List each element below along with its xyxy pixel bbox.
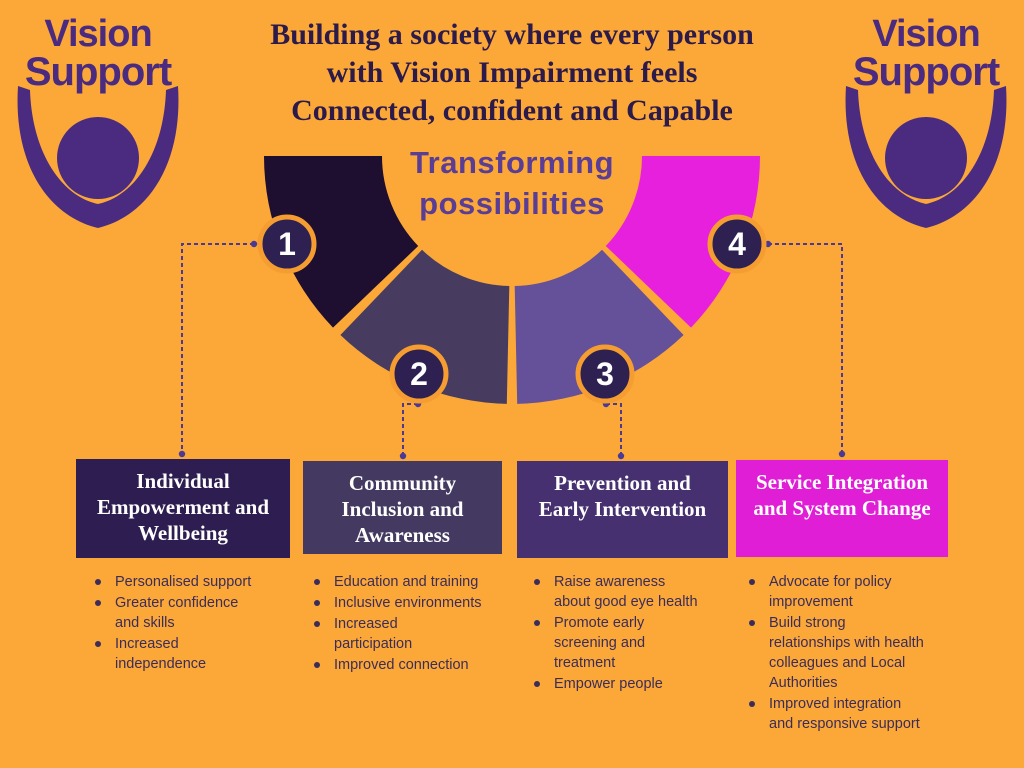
- person-arms-body-icon: [17, 86, 179, 228]
- step-badge-2: 2: [389, 344, 449, 404]
- step-badge-4: 4: [707, 214, 767, 274]
- logo-wordmark-line1: Vision: [872, 13, 979, 55]
- person-arms-body-icon: [845, 86, 1007, 228]
- category-list-3: Raise awareness about good eye health Pr…: [527, 572, 707, 695]
- category-list-2: Education and training Inclusive environ…: [307, 572, 502, 676]
- list-item: Advocate for policy improvement: [742, 572, 942, 612]
- step-badge-4-number: 4: [728, 226, 746, 262]
- step-badge-2-number: 2: [410, 356, 428, 392]
- list-item: Personalised support: [88, 572, 278, 592]
- vision-support-logo-right: Vision Support: [836, 6, 1016, 236]
- connector-dot: [617, 452, 625, 460]
- connector-dot: [178, 450, 186, 458]
- category-box-3: Prevention and Early Intervention: [517, 461, 728, 558]
- category-list-4: Advocate for policy improvement Build st…: [742, 572, 942, 735]
- step-badge-1-number: 1: [278, 226, 296, 262]
- step-badge-1: 1: [257, 214, 317, 274]
- connector-line-3: [606, 403, 622, 456]
- category-list-1: Personalised support Greater confidence …: [88, 572, 278, 675]
- list-item: Empower people: [527, 674, 707, 694]
- vision-support-logo-left: Vision Support: [8, 6, 188, 236]
- vision-support-logo-graphic: Vision Support: [845, 13, 1007, 228]
- list-item: Greater confidence and skills: [88, 593, 278, 633]
- fan-segment-2: [340, 249, 510, 404]
- connector-dot: [250, 240, 258, 248]
- connector-line-2: [402, 403, 418, 456]
- logo-wordmark-line2: Support: [25, 50, 172, 94]
- person-head-icon: [885, 117, 967, 199]
- category-box-4: Service Integration and System Change: [736, 460, 948, 557]
- list-item: Improved connection: [307, 655, 502, 675]
- connector-line-4: [768, 243, 843, 454]
- vision-support-logo-graphic: Vision Support: [17, 13, 179, 228]
- fan-segment-4: [605, 156, 760, 328]
- category-box-2: Community Inclusion and Awareness: [303, 461, 502, 554]
- connector-dot: [838, 450, 846, 458]
- step-badge-3: 3: [575, 344, 635, 404]
- logo-wordmark-line2: Support: [853, 50, 1000, 94]
- connector-line-1: [181, 243, 254, 454]
- fan-segment-3: [514, 249, 684, 404]
- main-title: Building a society where every person wi…: [270, 18, 754, 127]
- list-item: Raise awareness about good eye health: [527, 572, 707, 612]
- list-item: Increased participation: [307, 614, 502, 654]
- category-box-1: Individual Empowerment and Wellbeing: [76, 459, 290, 558]
- list-item: Build strong relationships with health c…: [742, 613, 942, 693]
- connector-dot: [399, 452, 407, 460]
- list-item: Promote early screening and treatment: [527, 613, 707, 673]
- list-item: Inclusive environments: [307, 593, 502, 613]
- list-item: Education and training: [307, 572, 502, 592]
- person-head-icon: [57, 117, 139, 199]
- fan-center-label: Transforming possibilities: [409, 145, 615, 221]
- fan-segment-1: [264, 156, 419, 328]
- logo-wordmark-line1: Vision: [44, 13, 151, 55]
- list-item: Increased independence: [88, 634, 278, 674]
- step-badge-3-number: 3: [596, 356, 614, 392]
- list-item: Improved integration and responsive supp…: [742, 694, 942, 734]
